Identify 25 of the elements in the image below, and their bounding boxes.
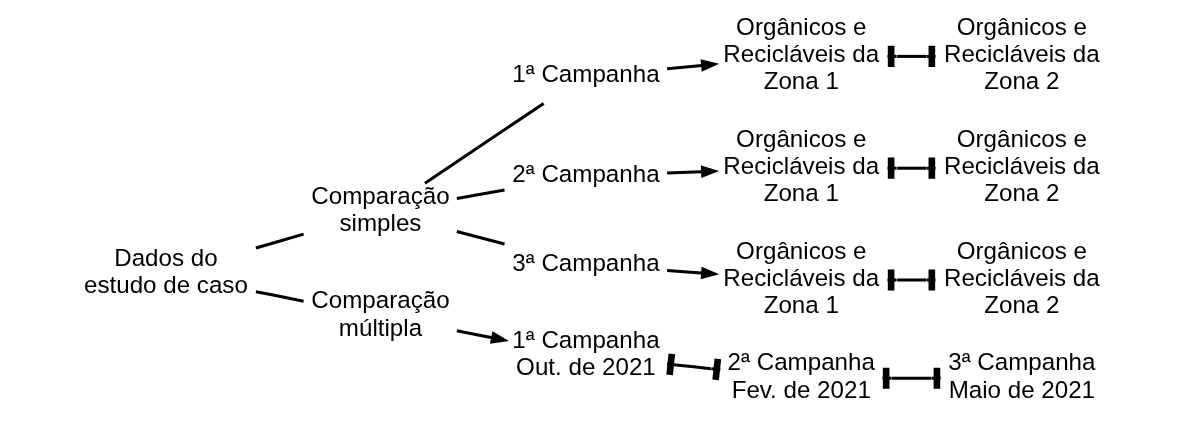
arrow (667, 59, 720, 72)
connector (255, 290, 304, 303)
connector (666, 353, 722, 381)
node-text: 2ª Campanha (512, 159, 660, 187)
node-text: Comparação simples (311, 182, 450, 237)
connector (456, 188, 505, 201)
node-text: Orgânicos e Recicláveis da Zona 1 (723, 124, 880, 207)
node-text: Orgânicos e Recicláveis da Zona 2 (943, 124, 1100, 207)
node-text: Orgânicos e Recicláveis da Zona 2 (943, 12, 1100, 95)
node-text: 3ª Campanha Maio de 2021 (948, 348, 1096, 403)
node-text: Orgânicos e Recicláveis da Zona 1 (723, 12, 880, 95)
node-text: 1ª Campanha (512, 59, 660, 87)
connector (424, 102, 545, 185)
node-text: Orgânicos e Recicláveis da Zona 2 (943, 236, 1100, 318)
arrow (667, 266, 720, 280)
node-text: 1ª Campanha Out. de 2021 (512, 325, 660, 380)
node-text: Comparação múltipla (311, 286, 450, 341)
arrow (456, 329, 509, 344)
node-text: 3ª Campanha (512, 248, 660, 276)
connector (255, 232, 304, 250)
connector (456, 230, 505, 246)
node-text: 2ª Campanha Fev. de 2021 (727, 348, 875, 403)
arrow (667, 165, 720, 179)
node-text: Dados do estudo de caso (84, 244, 248, 299)
node-text: Orgânicos e Recicláveis da Zona 1 (723, 236, 880, 318)
